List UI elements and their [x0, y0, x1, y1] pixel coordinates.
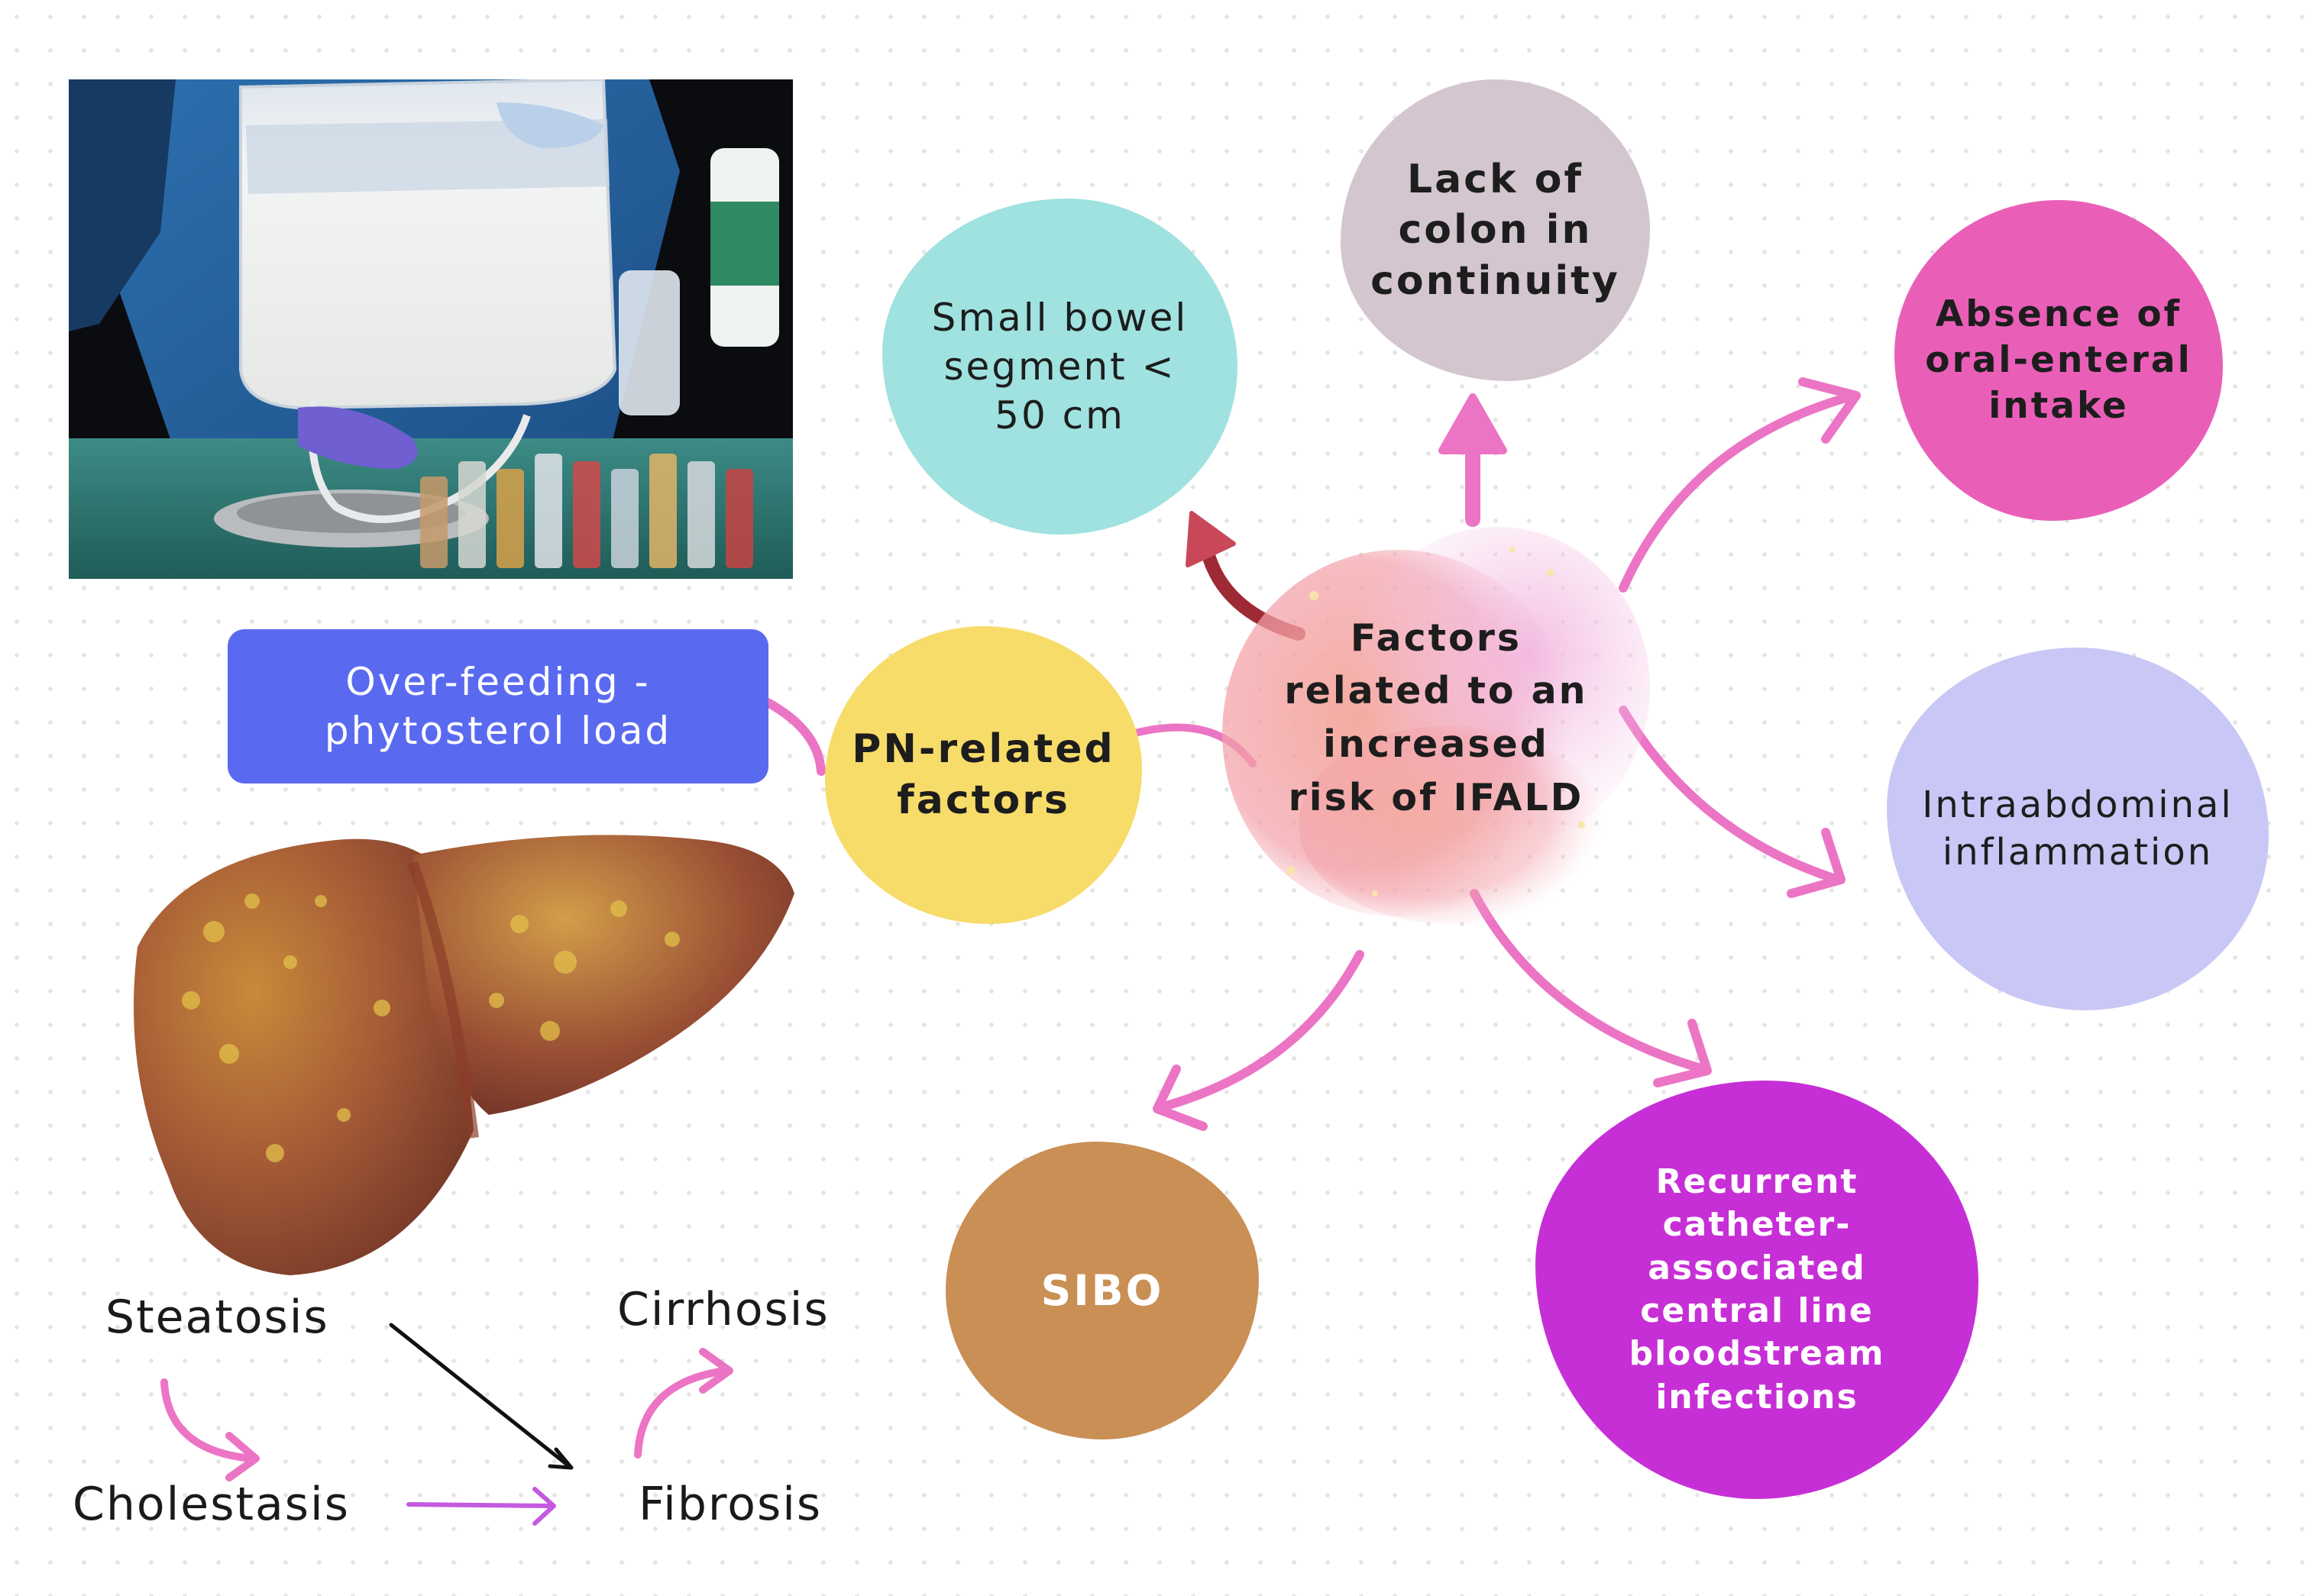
label-cirrhosis: Cirrhosis: [617, 1283, 830, 1336]
arrow-to-oral-intake: [1619, 393, 1853, 593]
node-sibo: SIBO: [946, 1142, 1259, 1439]
node-inflammation: Intraabdominal inflammation: [1887, 648, 2269, 1010]
arrowhead-fibrosis-black: [548, 1447, 574, 1470]
parenteral-nutrition-bag-photo: [69, 79, 793, 579]
node-oral-intake-label: Absence of oral-enteral intake: [1925, 292, 2192, 428]
arrowhead-fibrosis-violet: [532, 1487, 556, 1526]
arrow-cholestasis-to-fibrosis: [406, 1502, 552, 1508]
arrowhead-sibo: [1153, 1065, 1208, 1131]
node-infections: Recurrent catheter-associated central li…: [1535, 1081, 1978, 1499]
node-oral-intake: Absence of oral-enteral intake: [1894, 200, 2223, 521]
center-cloud: Factors related to an increased risk of …: [1222, 504, 1650, 932]
arrowhead-colon: [1438, 393, 1507, 454]
node-overfeeding-label: Over-feeding - phytosterol load: [324, 660, 672, 753]
label-cholestasis: Cholestasis: [73, 1478, 350, 1531]
node-small-bowel-label: Small bowel segment < 50 cm: [931, 296, 1189, 438]
label-fibrosis: Fibrosis: [639, 1478, 823, 1531]
arrowhead-cholestasis: [225, 1432, 260, 1481]
node-small-bowel: Small bowel segment < 50 cm: [882, 199, 1237, 535]
node-pn-factors: PN-related factors: [825, 626, 1142, 924]
arrow-to-inflammation: [1619, 706, 1838, 883]
cirrhotic-liver-illustration: [92, 809, 802, 1283]
arrowhead-cirrhosis: [699, 1348, 733, 1394]
node-sibo-label: SIBO: [1040, 1265, 1164, 1315]
arrow-steatosis-to-fibrosis: [389, 1323, 571, 1468]
node-inflammation-label: Intraabdominal inflammation: [1922, 783, 2234, 874]
node-pn-factors-label: PN-related factors: [852, 726, 1115, 823]
node-colon-label: Lack of colon in continuity: [1370, 156, 1620, 304]
arrow-to-sibo: [1156, 950, 1364, 1112]
node-colon: Lack of colon in continuity: [1341, 79, 1650, 381]
center-label: Factors related to an increased risk of …: [1284, 615, 1588, 819]
arrowhead-inflammation: [1787, 828, 1846, 898]
arrow-steatosis-to-cholestasis: [160, 1378, 256, 1462]
node-infections-label: Recurrent catheter-associated central li…: [1629, 1162, 1885, 1417]
arrow-fibrosis-to-cirrhosis: [634, 1367, 729, 1459]
watercolor-cloud: [1222, 527, 1650, 924]
node-overfeeding: Over-feeding - phytosterol load: [228, 629, 768, 783]
arrowhead-infections: [1653, 1019, 1712, 1087]
label-steatosis: Steatosis: [105, 1291, 329, 1344]
arrowhead-oral-intake: [1798, 377, 1861, 444]
